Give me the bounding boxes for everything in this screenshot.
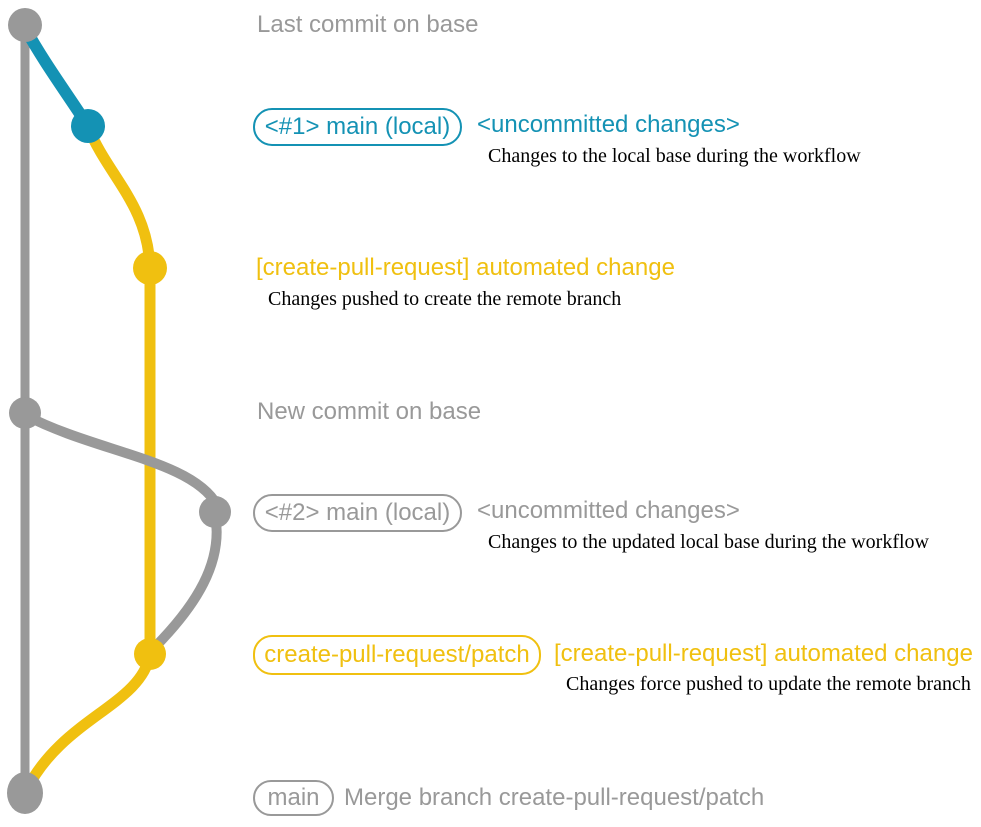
automated-change-label-2: [create-pull-request] automated change (554, 640, 973, 667)
branch-chip-label: create-pull-request/patch (264, 641, 530, 668)
branch-chip-create-pull-request-patch: create-pull-request/patch (253, 635, 541, 675)
commit-node-local-main-1 (71, 109, 105, 143)
commit-node-last-base (8, 8, 42, 42)
remote-branch-curve-bottom (20, 649, 156, 797)
merge-commit-label: Merge branch create-pull-request/patch (344, 784, 765, 811)
uncommitted-changes-label-2: <uncommitted changes> (477, 497, 740, 524)
branch-chip-main-local-2: <#2> main (local) (253, 494, 462, 532)
commit-node-automated-change-2 (134, 638, 166, 670)
branch-chip-main: main (253, 780, 334, 816)
branch-chip-main-local-1: <#1> main (local) (253, 108, 462, 146)
new-commit-label: New commit on base (257, 398, 482, 425)
automated-change-label-1: [create-pull-request] automated change (256, 254, 675, 281)
updated-base-curve-in (147, 509, 222, 655)
step2-description: Changes pushed to create the remote bran… (268, 288, 622, 310)
updated-base-curve-out (20, 410, 222, 510)
branch-chip-label: main (267, 784, 320, 811)
local-main-branch-curve (19, 22, 94, 132)
commit-node-local-main-2 (199, 496, 231, 528)
commit-node-merge (7, 772, 43, 814)
commit-node-new-base (9, 397, 41, 429)
uncommitted-changes-label-1: <uncommitted changes> (477, 111, 740, 138)
step4-description: Changes force pushed to update the remot… (566, 673, 971, 695)
step3-description: Changes to the updated local base during… (488, 531, 929, 553)
branch-chip-label: <#1> main (local) (264, 113, 451, 140)
last-commit-label: Last commit on base (257, 11, 479, 38)
step1-description: Changes to the local base during the wor… (488, 145, 861, 167)
remote-branch-curve-top (82, 121, 156, 274)
branch-chip-label: <#2> main (local) (264, 499, 451, 526)
commit-node-automated-change-1 (133, 251, 167, 285)
